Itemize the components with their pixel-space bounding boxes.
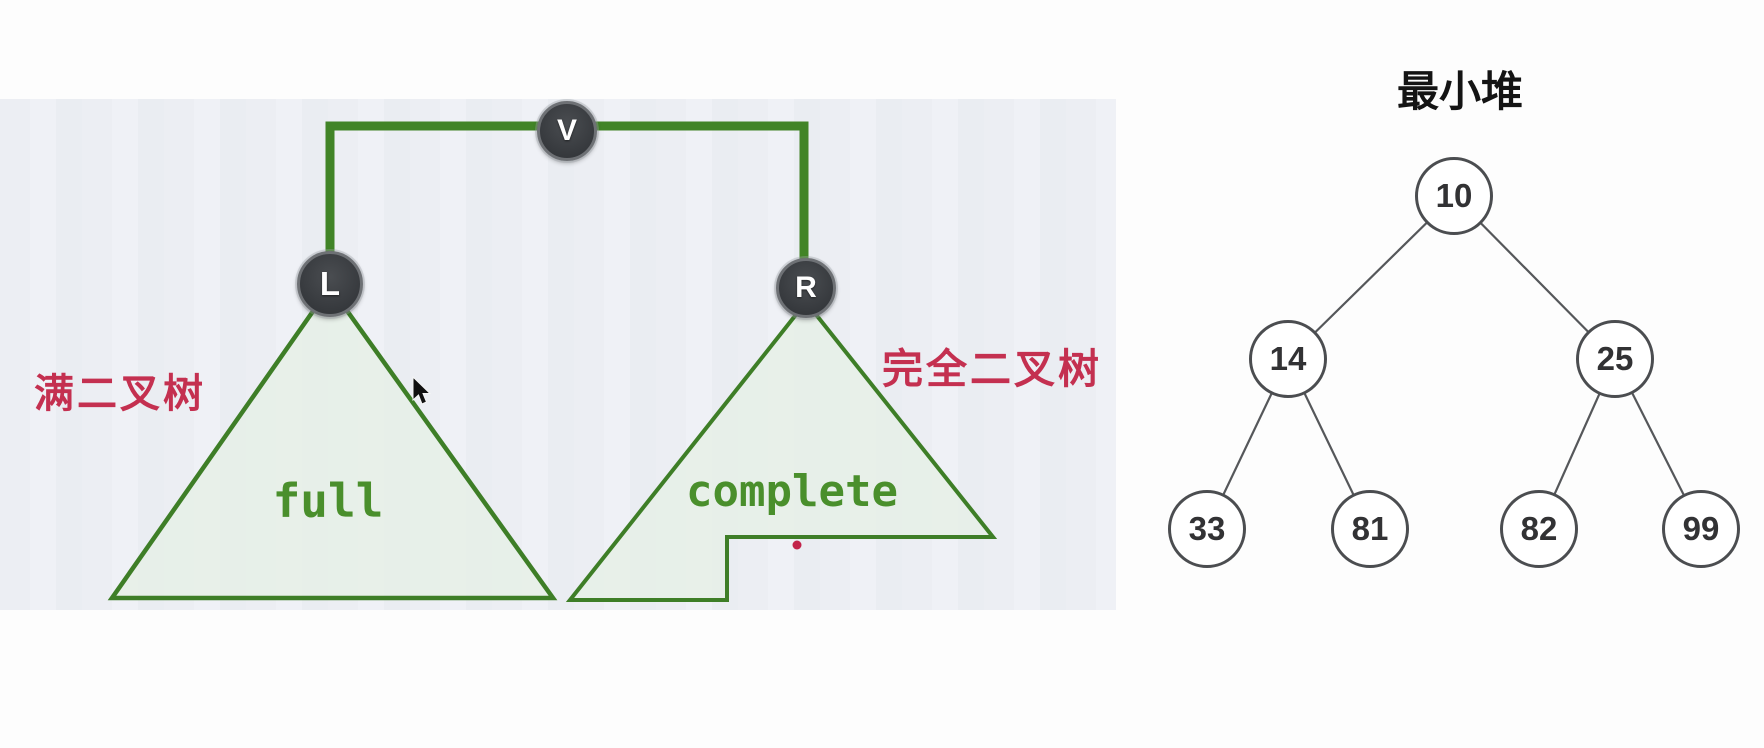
caption-complete-binary-tree: 完全二叉树 [882,346,1102,392]
complete-tree-shape [565,298,998,602]
node-r-label: R [795,271,817,304]
heap-node-82: 82 [1500,490,1578,568]
heap-node-25: 25 [1576,320,1654,398]
full-tree-triangle [107,283,558,601]
heap-node-81-value: 81 [1351,510,1389,547]
node-l: L [297,251,363,317]
heap-node-81: 81 [1331,490,1409,568]
node-v: V [537,101,597,161]
caption-full-binary-tree: 满二叉树 [34,372,206,416]
heap-node-14-value: 14 [1269,340,1307,377]
mouse-cursor-icon [412,375,432,405]
heap-node-99: 99 [1662,490,1740,568]
heap-node-25-value: 25 [1596,340,1634,377]
node-r: R [776,258,836,318]
heap-node-33: 33 [1168,490,1246,568]
node-l-label: L [319,265,341,302]
red-dot [792,540,802,550]
heap-node-82-value: 82 [1520,510,1558,547]
heap-title: 最小堆 [1396,68,1523,115]
heap-node-99-value: 99 [1682,510,1720,547]
heap-node-14: 14 [1249,320,1327,398]
heap-node-33-value: 33 [1188,510,1226,547]
heap-node-10-value: 10 [1435,177,1473,214]
complete-tree-label: complete [686,466,898,517]
heap-node-10: 10 [1415,157,1493,235]
node-v-label: V [556,114,577,147]
full-tree-label: full [272,474,384,528]
